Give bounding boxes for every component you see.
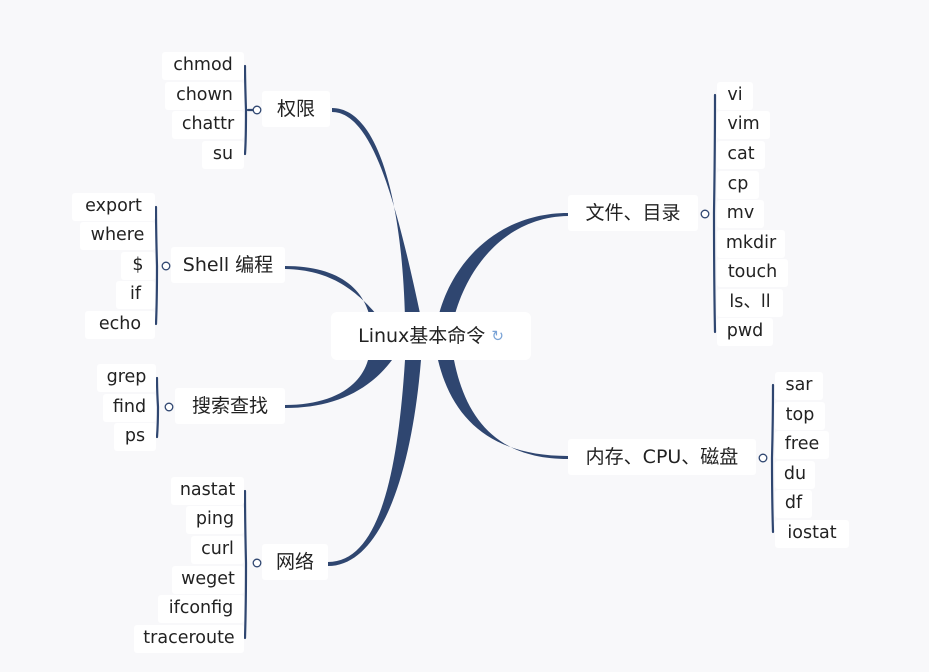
- leaf-label: df: [784, 493, 803, 514]
- leaf-node[interactable]: if: [116, 281, 155, 309]
- leaf-label: where: [90, 225, 145, 246]
- leaf-label: du: [783, 464, 807, 485]
- leaf-label: weget: [181, 569, 235, 590]
- leaf-node[interactable]: ping: [186, 506, 244, 534]
- leaf-label: mv: [726, 203, 755, 224]
- connector-root-perm: [332, 108, 421, 318]
- leaf-label: grep: [106, 367, 147, 388]
- leaf-node[interactable]: ls、ll: [717, 289, 783, 317]
- leaf-node[interactable]: cat: [717, 141, 765, 169]
- branch-search[interactable]: 搜索查找: [175, 388, 285, 424]
- leaf-node[interactable]: df: [775, 490, 812, 518]
- leaf-label: iostat: [787, 523, 837, 544]
- leaf-label: vi: [727, 85, 743, 106]
- leaf-node[interactable]: free: [775, 431, 829, 459]
- connector-root-mem: [438, 360, 568, 459]
- bracket-shell: [154, 205, 159, 326]
- leaf-node[interactable]: vi: [717, 82, 753, 110]
- leaf-node[interactable]: su: [202, 141, 244, 169]
- leaf-label: echo: [98, 314, 142, 335]
- leaf-label: cp: [727, 174, 749, 195]
- leaf-node[interactable]: ps: [114, 423, 156, 451]
- leaf-node[interactable]: iostat: [775, 520, 849, 548]
- leaf-label: ps: [124, 426, 146, 447]
- leaf-node[interactable]: chmod: [162, 52, 244, 80]
- leaf-label: vim: [727, 114, 760, 135]
- leaf-node[interactable]: cp: [717, 171, 759, 199]
- leaf-node[interactable]: vim: [717, 111, 770, 139]
- leaf-label: sar: [785, 375, 813, 396]
- leaf-node[interactable]: du: [775, 461, 815, 489]
- leaf-node[interactable]: touch: [717, 259, 788, 287]
- bracket-perm: [243, 64, 248, 156]
- root-label: Linux基本命令: [358, 324, 486, 347]
- leaf-label: top: [785, 405, 815, 426]
- leaf-node[interactable]: curl: [191, 536, 244, 564]
- leaf-node[interactable]: mkdir: [717, 230, 785, 258]
- collapse-icon-search[interactable]: [164, 402, 174, 412]
- leaf-node[interactable]: pwd: [717, 318, 773, 346]
- leaf-label: $: [132, 255, 144, 276]
- leaf-label: export: [85, 196, 142, 217]
- leaf-node[interactable]: export: [72, 193, 155, 221]
- branch-perm[interactable]: 权限: [262, 91, 330, 127]
- leaf-node[interactable]: grep: [97, 364, 156, 392]
- branch-net-label: 网络: [275, 550, 314, 573]
- leaf-label: chown: [176, 85, 233, 106]
- leaf-node[interactable]: echo: [85, 311, 155, 339]
- leaf-label: touch: [727, 262, 778, 283]
- branch-search-label: 搜索查找: [191, 394, 268, 417]
- leaf-node[interactable]: where: [80, 222, 155, 250]
- leaf-label: su: [212, 144, 234, 165]
- root-node[interactable]: Linux基本命令 ↻: [331, 312, 531, 360]
- branch-files[interactable]: 文件、目录: [568, 195, 698, 231]
- leaf-node[interactable]: mv: [717, 200, 764, 228]
- leaf-node[interactable]: sar: [775, 372, 823, 400]
- leaf-label: nastat: [179, 480, 236, 501]
- leaf-label: cat: [727, 144, 755, 165]
- collapse-icon-perm[interactable]: [252, 105, 262, 115]
- connector-root-files: [438, 213, 568, 318]
- branch-shell-label: Shell 编程: [182, 253, 274, 276]
- branch-shell[interactable]: Shell 编程: [171, 247, 285, 283]
- branch-perm-label: 权限: [276, 97, 315, 120]
- leaf-label: free: [784, 434, 820, 455]
- leaf-node[interactable]: ifconfig: [158, 595, 244, 623]
- leaf-label: chattr: [181, 114, 235, 135]
- bracket-net: [243, 489, 248, 640]
- leaf-node[interactable]: $: [121, 252, 155, 280]
- leaf-node[interactable]: chown: [165, 82, 244, 110]
- leaf-label: mkdir: [725, 233, 777, 254]
- leaf-node[interactable]: nastat: [171, 477, 244, 505]
- leaf-node[interactable]: top: [775, 402, 825, 430]
- leaf-label: chmod: [173, 55, 233, 76]
- branch-mem-label: 内存、CPU、磁盘: [585, 445, 739, 468]
- branch-mem[interactable]: 内存、CPU、磁盘: [568, 439, 756, 475]
- leaf-label: ls、ll: [729, 292, 771, 313]
- refresh-icon[interactable]: ↻: [491, 326, 504, 345]
- leaf-node[interactable]: traceroute: [134, 625, 244, 653]
- branch-files-label: 文件、目录: [585, 201, 681, 224]
- leaf-label: traceroute: [143, 628, 235, 649]
- leaf-label: ifconfig: [168, 598, 234, 619]
- leaf-label: ping: [195, 509, 235, 530]
- collapse-icon-files[interactable]: [700, 209, 710, 219]
- leaf-label: curl: [201, 539, 234, 560]
- collapse-icon-mem[interactable]: [758, 453, 768, 463]
- leaf-node[interactable]: chattr: [172, 111, 244, 139]
- leaf-node[interactable]: find: [103, 394, 156, 422]
- branch-net[interactable]: 网络: [262, 544, 328, 580]
- collapse-icon-shell[interactable]: [161, 261, 171, 271]
- leaf-label: if: [129, 284, 142, 305]
- connector-root-search: [285, 360, 392, 408]
- bracket-files: [712, 93, 717, 334]
- leaf-label: find: [112, 397, 147, 418]
- bracket-mem: [770, 383, 775, 534]
- leaf-node[interactable]: weget: [172, 566, 244, 594]
- bracket-search: [155, 376, 160, 439]
- collapse-icon-net[interactable]: [252, 558, 262, 568]
- leaf-label: pwd: [726, 321, 764, 342]
- connector-root-net: [328, 360, 421, 566]
